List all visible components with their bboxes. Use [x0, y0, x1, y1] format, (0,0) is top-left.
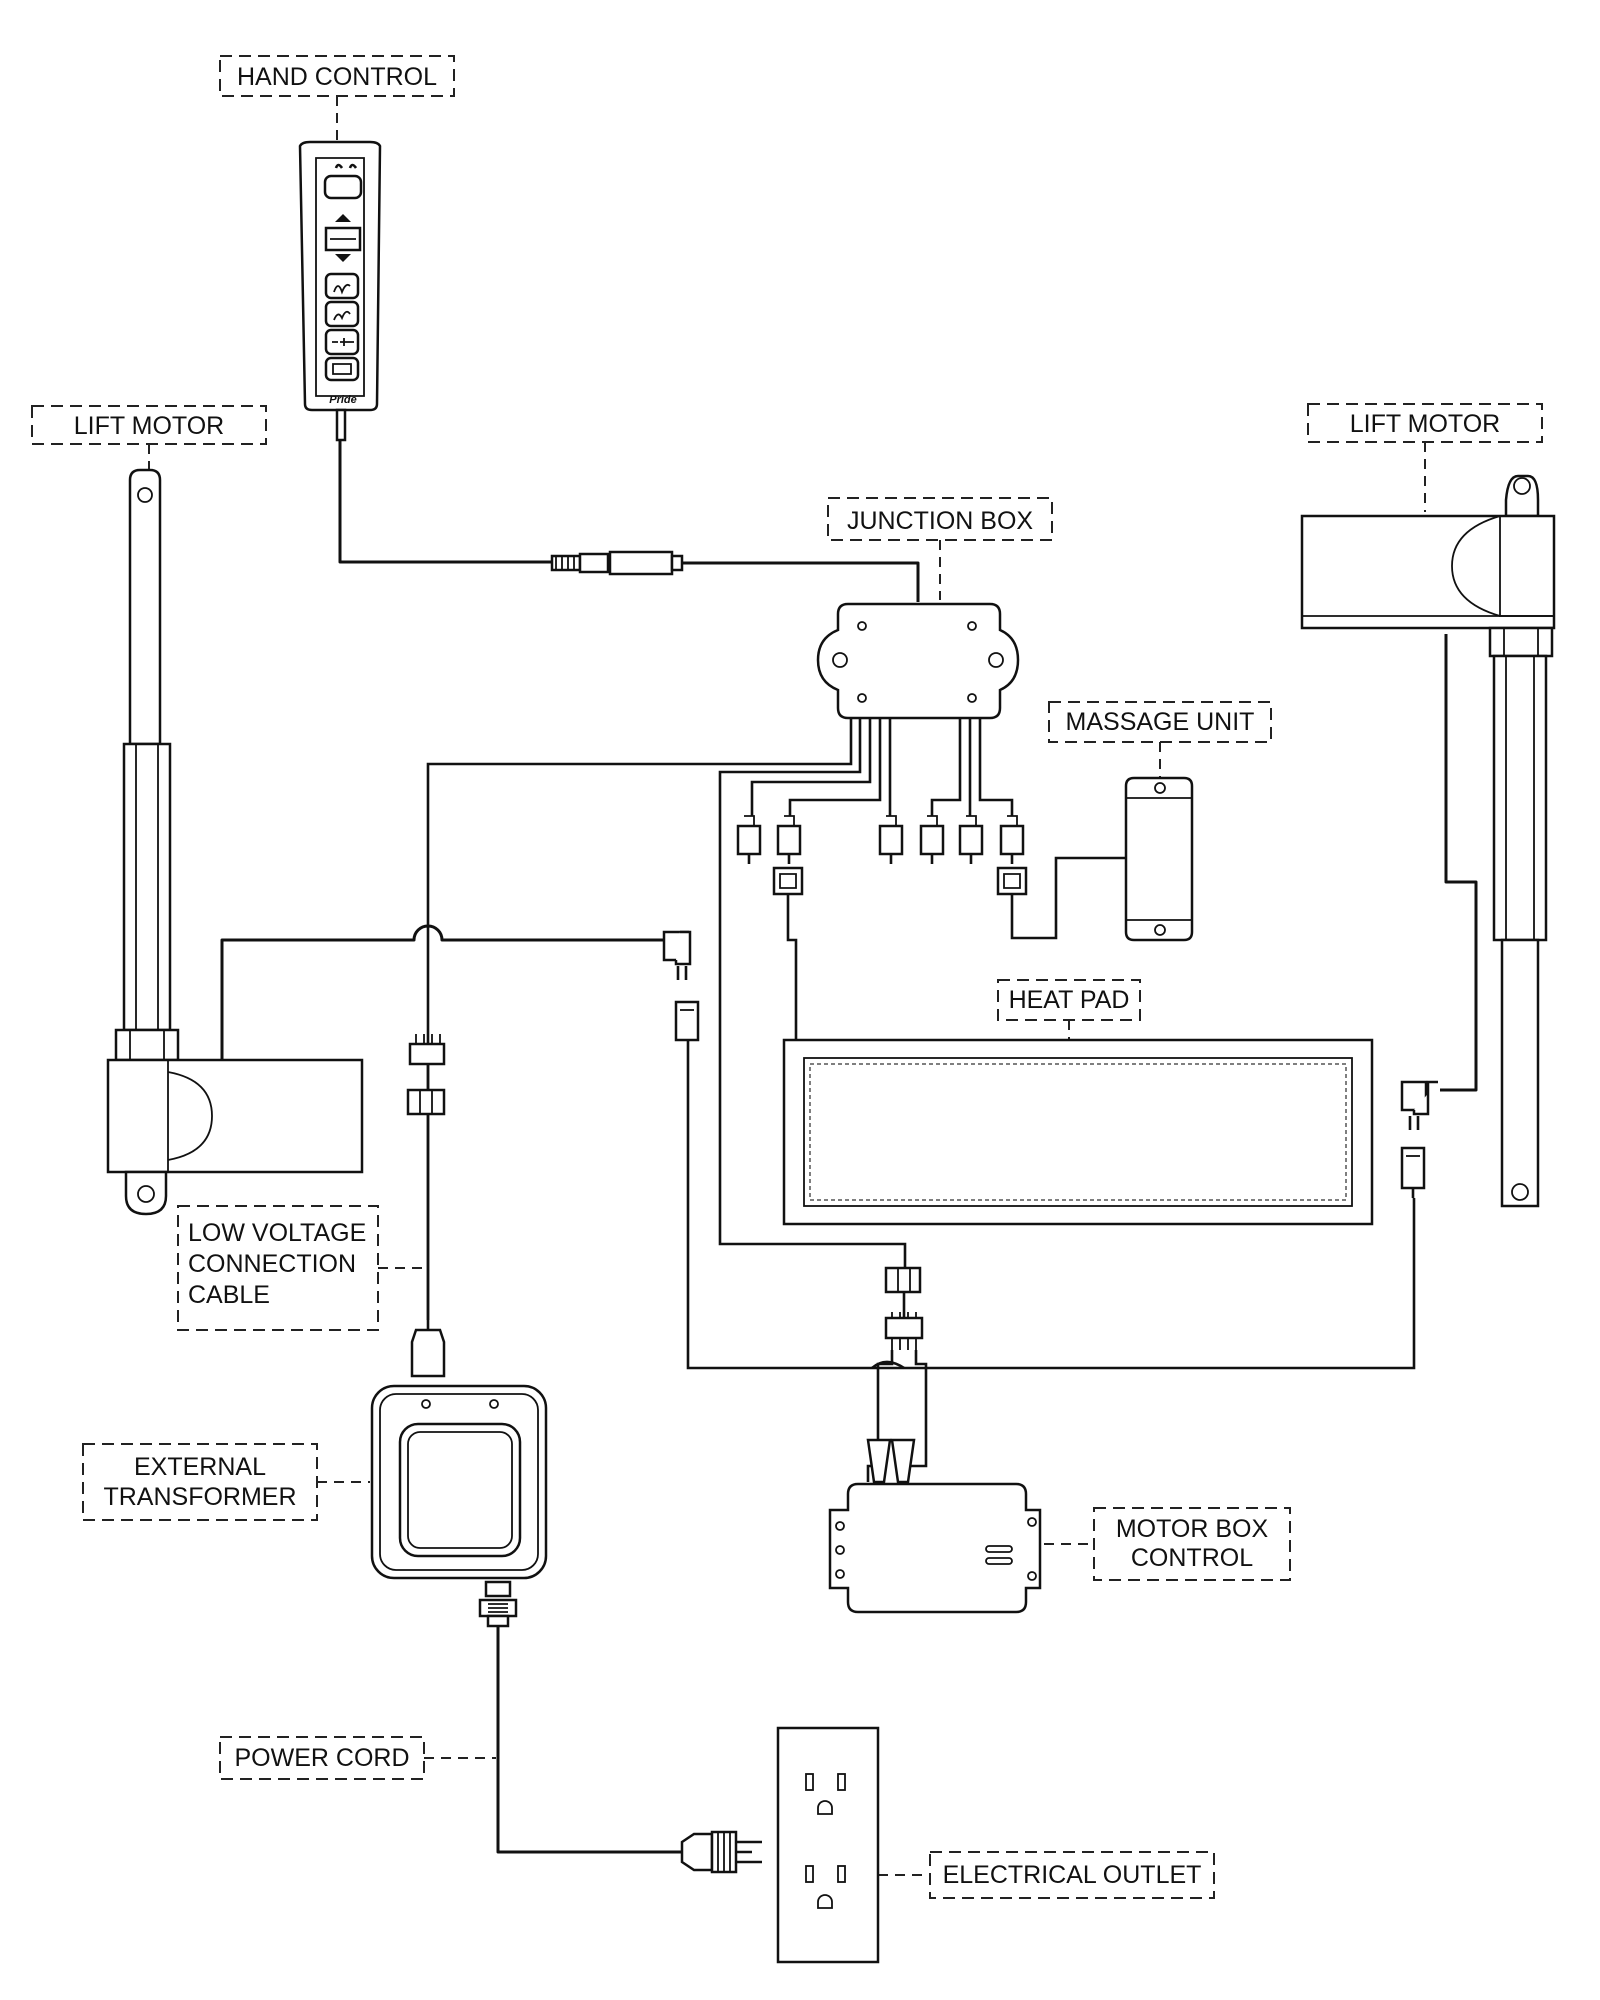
hand-control-power-button: [323, 174, 363, 200]
label-heat-pad-text: HEAT PAD: [1009, 986, 1130, 1014]
low-voltage-connector: [406, 1034, 446, 1116]
lift-motor-right-plug: [1400, 1080, 1438, 1130]
motor-box-connector: [884, 1266, 924, 1350]
junction-box-plugs: [736, 815, 1025, 864]
hand-control-cable: [338, 440, 552, 564]
power-plug: [680, 1830, 762, 1874]
label-junction-box: JUNCTION BOX: [827, 497, 1053, 600]
motor-box-control: [828, 1482, 1042, 1614]
label-massage-unit-text: MASSAGE UNIT: [1066, 708, 1255, 736]
junction-box-input-cable: [682, 561, 920, 602]
massage-unit-connector: [996, 866, 1028, 896]
electrical-outlet: [776, 1726, 880, 1964]
lift-motor-right: [1300, 474, 1556, 1208]
lift-motor-left: [106, 468, 364, 1216]
up-arrow-icon: [335, 214, 351, 222]
label-motor-box-control-line-1: MOTOR BOX: [1116, 1515, 1269, 1543]
label-external-transformer-line-2: TRANSFORMER: [103, 1483, 296, 1511]
label-external-transformer: EXTERNAL TRANSFORMER: [82, 1443, 370, 1521]
label-lift-motor-right: LIFT MOTOR: [1307, 403, 1543, 512]
transformer-output-connector: [478, 1580, 518, 1628]
label-external-transformer-line-1: EXTERNAL: [134, 1453, 266, 1481]
lift-motor-left-plug: [662, 930, 692, 980]
label-power-cord-text: POWER CORD: [235, 1744, 410, 1772]
label-low-voltage-cable: LOW VOLTAGE CONNECTION CABLE: [177, 1205, 424, 1331]
hand-control-connector: [550, 550, 684, 576]
label-massage-unit: MASSAGE UNIT: [1048, 701, 1272, 778]
junction-box: [816, 602, 1020, 720]
label-lift-motor-left: LIFT MOTOR: [31, 405, 267, 476]
lift-motor-left-extension-cable: [686, 1040, 1416, 1370]
heat-pad-connector: [772, 866, 804, 896]
label-heat-pad: HEAT PAD: [997, 979, 1141, 1040]
external-transformer: [370, 1384, 548, 1580]
label-electrical-outlet-text: ELECTRICAL OUTLET: [943, 1861, 1202, 1889]
lift-motor-left-socket: [674, 1000, 700, 1042]
motor-box-wires: [866, 1350, 928, 1484]
label-lift-motor-right-text: LIFT MOTOR: [1350, 410, 1500, 438]
heat-pad-cable: [786, 894, 798, 1040]
label-junction-box-text: JUNCTION BOX: [847, 507, 1033, 535]
hand-control-button-4: [324, 356, 360, 382]
label-low-voltage-cable-line-3: CABLE: [188, 1281, 270, 1309]
hand-control-brand: Pride: [329, 394, 357, 406]
label-low-voltage-cable-line-2: CONNECTION: [188, 1250, 356, 1278]
lift-motor-right-cable: [1440, 634, 1478, 1092]
label-lift-motor-left-text: LIFT MOTOR: [74, 412, 224, 440]
label-electrical-outlet: ELECTRICAL OUTLET: [878, 1851, 1215, 1899]
power-cord: [496, 1626, 682, 1854]
massage-unit: [1124, 776, 1194, 942]
junction-box-outputs: [426, 718, 1014, 1320]
massage-unit-cable: [1010, 856, 1126, 940]
label-low-voltage-cable-line-1: LOW VOLTAGE: [188, 1219, 366, 1247]
label-motor-box-control-line-2: CONTROL: [1131, 1544, 1253, 1572]
label-hand-control-text: HAND CONTROL: [237, 63, 437, 91]
down-arrow-icon: [335, 254, 351, 262]
label-motor-box-control: MOTOR BOX CONTROL: [1044, 1507, 1291, 1581]
hand-control-button-2: [324, 300, 360, 328]
lift-motor-right-socket: [1400, 1146, 1426, 1190]
lift-motor-left-cable: [220, 924, 664, 1060]
label-power-cord: POWER CORD: [219, 1736, 496, 1780]
hand-control: Pride: [298, 140, 382, 442]
low-voltage-end-plug: [410, 1328, 446, 1378]
heat-pad: [782, 1038, 1374, 1226]
label-hand-control: HAND CONTROL: [219, 55, 455, 142]
